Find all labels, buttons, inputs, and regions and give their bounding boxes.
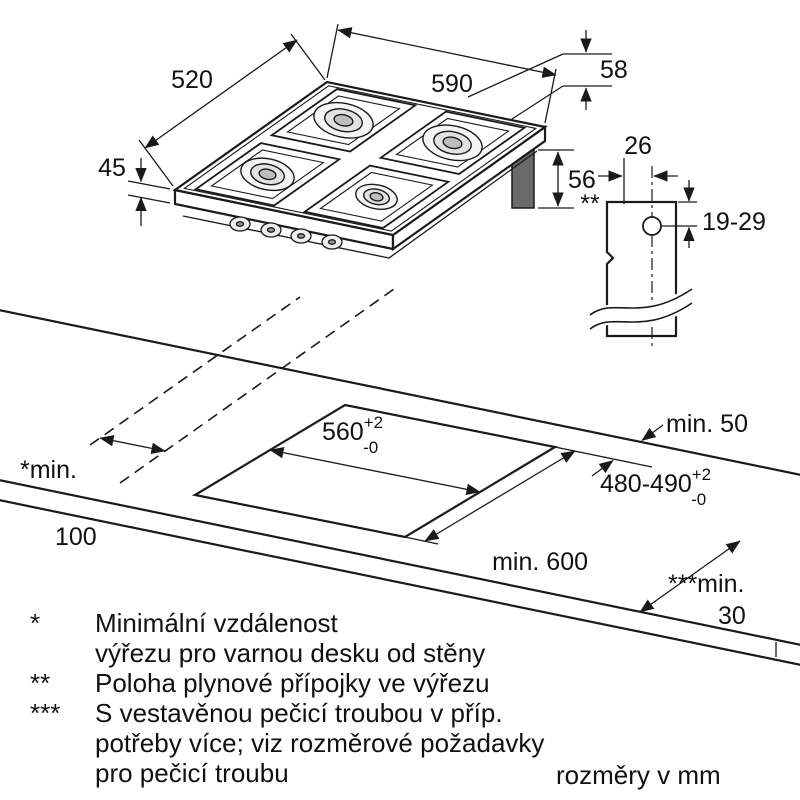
wall-projection-dashed-line	[89, 296, 301, 446]
dim-min100-value: 100	[55, 523, 97, 551]
ext-line-590-a	[326, 23, 339, 79]
dim-arrow-min50-b	[641, 424, 664, 442]
break-line-b	[589, 302, 693, 330]
worktop-front-edge	[0, 479, 800, 646]
break-band	[583, 287, 698, 331]
hob-top-view: 520 590 45 58 56	[98, 23, 628, 259]
note-line-2: výřezu pro varnou desku od stěny	[95, 638, 485, 668]
dim-min30-label: ***min.	[668, 570, 744, 598]
dim-min50-label: min. 50	[666, 410, 748, 438]
leader-58-b	[511, 85, 564, 120]
break-line-a	[589, 288, 693, 316]
burners	[240, 101, 483, 210]
burner-back-left	[313, 101, 374, 139]
detail-marker-label: **	[580, 190, 600, 218]
gas-pipe-position	[642, 216, 662, 236]
note-marker-1: *	[30, 608, 40, 638]
worktop-cutout-view: 560+2-0 480-490+2-0 min. 50 min. 600 *mi…	[0, 288, 800, 666]
note-line-3: Poloha plynové přípojky ve výřezu	[95, 668, 490, 698]
dim-line-min600	[639, 540, 741, 613]
burner-back-right	[422, 124, 483, 162]
hob-lower-frame-edge	[182, 150, 538, 259]
ext-line-520-a	[138, 139, 174, 187]
burner-front-left	[240, 157, 295, 192]
units-label: rozměry v mm	[556, 760, 721, 790]
gas-connection-detail: 26 ** 19-29	[580, 132, 766, 350]
dim-1929-label: 19-29	[702, 208, 766, 236]
dim-58-label: 58	[600, 56, 628, 84]
ext-line-45-a	[127, 180, 171, 190]
dim-min30-value: 30	[718, 602, 746, 630]
ext-line-cutout-depth-b	[554, 446, 653, 468]
ext-line-cutout-depth-a	[404, 536, 439, 545]
notes: * Minimální vzdálenost výřezu pro varnou…	[30, 608, 721, 790]
dim-45-label: 45	[98, 154, 126, 182]
leader-58-a	[467, 53, 564, 98]
dim-min100-label: *min.	[20, 456, 77, 484]
dim-line-cutout-depth	[424, 450, 576, 542]
dim-arrow-min50-a	[591, 459, 614, 477]
dim-line-520	[144, 39, 298, 149]
note-line-5: potřeby více; viz rozměrové požadavky	[95, 728, 544, 758]
dim-520-label: 520	[171, 66, 213, 94]
dim-line-590	[337, 27, 557, 78]
pan-support-front-left	[193, 142, 342, 207]
worktop-back-edge	[0, 309, 800, 476]
note-marker-3: ***	[30, 698, 60, 728]
dim-min600-label: min. 600	[492, 548, 588, 576]
dim-line-min100	[99, 435, 166, 454]
burner-front-right	[355, 183, 398, 210]
control-knobs	[229, 216, 343, 250]
dim-cutout-depth-label: 480-490+2-0	[600, 465, 711, 509]
hob-projection-dashed-line	[119, 288, 395, 484]
dim-26-label: 26	[624, 132, 652, 160]
dim-590-label: 590	[431, 70, 473, 98]
note-line-4: S vestavěnou pečicí troubou v příp.	[95, 698, 503, 728]
worktop-front-thickness-edge	[0, 499, 800, 666]
dim-cutout-width-label: 560+2-0	[322, 413, 383, 457]
dim-56-label: 56	[568, 166, 596, 194]
note-line-6: pro pečicí troubu	[95, 758, 289, 788]
ext-line-590-b	[544, 68, 557, 124]
pan-support-back-right	[378, 110, 527, 175]
note-line-1: Minimální vzdálenost	[95, 608, 339, 638]
pan-support-front-right	[302, 164, 451, 229]
note-marker-2: **	[30, 668, 50, 698]
ext-line-45-b	[127, 194, 171, 204]
